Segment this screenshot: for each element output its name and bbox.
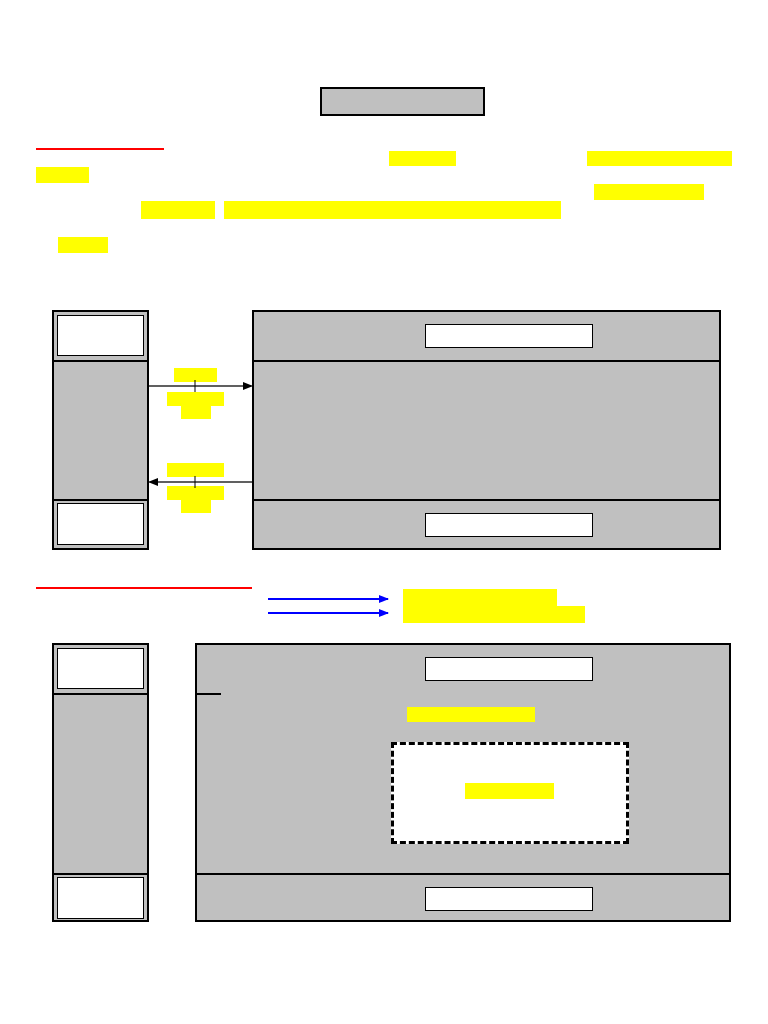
content-highlight bbox=[465, 783, 554, 799]
right-panel-footer-box bbox=[425, 887, 593, 911]
legend-highlight bbox=[403, 606, 585, 623]
diagram-2-left-panel bbox=[52, 643, 149, 922]
right-panel-footer-box bbox=[425, 513, 593, 537]
left-panel-bottom-box bbox=[57, 503, 144, 545]
arrow-label-highlight bbox=[181, 406, 211, 419]
divider bbox=[54, 360, 147, 362]
arrow-left-icon bbox=[148, 476, 252, 488]
diagram-1-right-panel bbox=[252, 310, 721, 550]
diagram-1-left-panel bbox=[52, 310, 149, 550]
divider bbox=[254, 499, 719, 501]
title-box bbox=[320, 87, 485, 116]
divider bbox=[54, 873, 147, 875]
arrow-label-highlight bbox=[167, 463, 224, 477]
section-1-heading-rule bbox=[36, 148, 164, 150]
section-2-heading-rule bbox=[36, 587, 252, 589]
content-highlight bbox=[407, 707, 535, 722]
divider bbox=[197, 693, 221, 695]
left-panel-bottom-box bbox=[57, 877, 144, 919]
arrow-right-icon bbox=[149, 380, 253, 392]
right-panel-header-box bbox=[425, 657, 593, 681]
left-panel-top-box bbox=[57, 315, 144, 356]
right-panel-header-box bbox=[425, 324, 593, 348]
divider bbox=[54, 693, 147, 695]
divider bbox=[254, 360, 719, 362]
diagram-2-right-panel bbox=[195, 643, 731, 922]
divider bbox=[54, 499, 147, 501]
text-highlight bbox=[224, 201, 561, 219]
arrow-label-highlight bbox=[174, 368, 217, 382]
left-panel-top-box bbox=[57, 648, 144, 689]
text-highlight bbox=[58, 237, 108, 253]
divider bbox=[197, 873, 729, 875]
legend-highlight bbox=[403, 589, 557, 606]
text-highlight bbox=[36, 167, 89, 183]
text-highlight bbox=[389, 151, 456, 166]
text-highlight bbox=[587, 151, 732, 166]
arrow-label-highlight bbox=[167, 392, 224, 406]
text-highlight bbox=[594, 184, 704, 200]
text-highlight bbox=[141, 201, 215, 219]
arrow-label-highlight bbox=[167, 486, 224, 500]
arrow-label-highlight bbox=[181, 500, 211, 513]
